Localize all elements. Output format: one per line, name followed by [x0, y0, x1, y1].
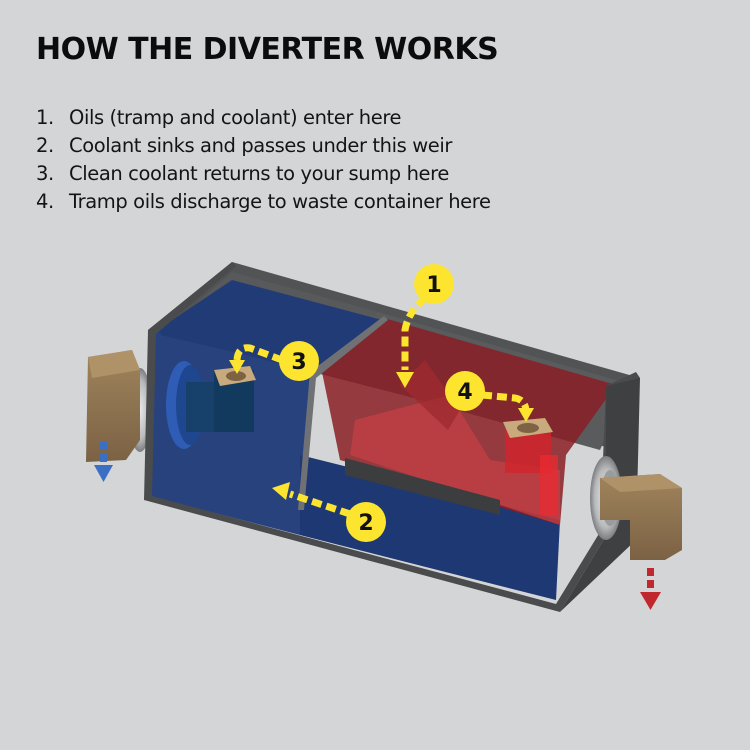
- callout-badge-2: 2: [346, 502, 386, 542]
- callout-badge-4: 4: [445, 371, 485, 411]
- left-outlet-fitting: [86, 350, 152, 462]
- flow-arrow-4: [481, 391, 534, 422]
- step-item: 2.Coolant sinks and passes under this we…: [36, 134, 452, 157]
- flow-arrow-1: [396, 295, 428, 388]
- weir: [298, 316, 388, 510]
- step-item: 1.Oils (tramp and coolant) enter here: [36, 106, 402, 129]
- right-outlet-fitting: [590, 456, 682, 560]
- step-item: 3.Clean coolant returns to your sump her…: [36, 162, 449, 185]
- svg-text:2: 2: [358, 511, 373, 536]
- coolant-drain-arrow: [94, 442, 113, 482]
- diverter-housing: [144, 262, 640, 612]
- clean-coolant-outlet: [166, 361, 256, 449]
- flow-arrow-2: [272, 482, 352, 518]
- steps-list: 1.Oils (tramp and coolant) enter here 2.…: [36, 104, 491, 216]
- svg-text:1: 1: [426, 273, 441, 298]
- flow-arrow-3: [229, 344, 284, 374]
- callout-badge-1: 1: [414, 264, 454, 304]
- svg-text:3: 3: [291, 350, 306, 375]
- svg-text:4: 4: [457, 380, 472, 405]
- step-item: 4.Tramp oils discharge to waste containe…: [36, 190, 491, 213]
- tramp-oil-outlet: [503, 418, 558, 515]
- callout-badge-3: 3: [279, 341, 319, 381]
- page-title: HOW THE DIVERTER WORKS: [36, 32, 499, 67]
- oil-drain-arrow: [640, 568, 661, 610]
- coolant-chamber: [145, 280, 382, 535]
